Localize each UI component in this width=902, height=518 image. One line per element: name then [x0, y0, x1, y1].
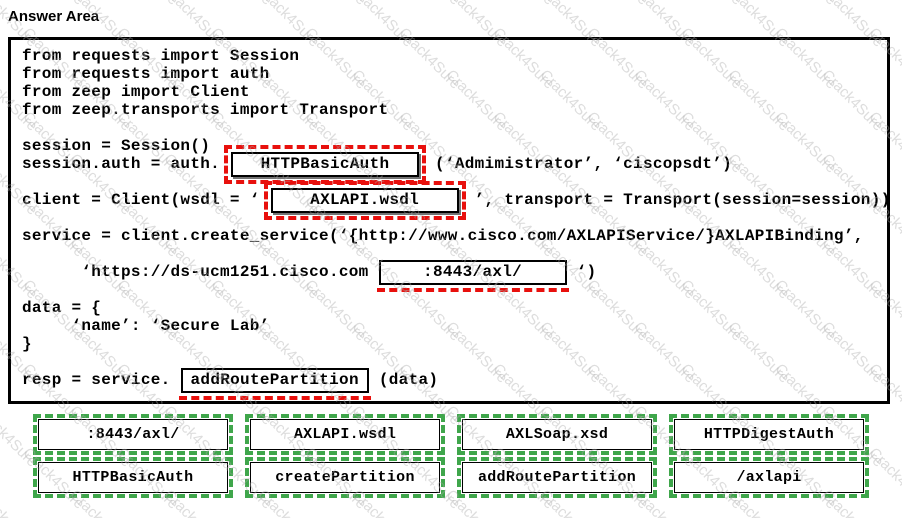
- code-line: }: [22, 335, 883, 353]
- answer-slot[interactable]: addRoutePartition: [178, 367, 372, 400]
- code-line: data = {: [22, 299, 883, 317]
- code-line: client = Client(wsdl = ‘AXLAPI.wsdl ’, tr…: [22, 180, 890, 220]
- watermark-text: Crack4Sure: [396, 0, 464, 9]
- code-line: session.auth = auth.HTTPBasicAuth (‘Admim…: [22, 144, 883, 184]
- code-text: from requests import auth: [22, 65, 270, 83]
- code-line: from zeep.transports import Transport: [22, 101, 883, 119]
- option-box[interactable]: HTTPBasicAuth: [33, 457, 233, 498]
- option-box[interactable]: AXLSoap.xsd: [457, 414, 657, 455]
- code-line: session = Session(): [22, 137, 883, 155]
- code-text: from zeep import Client: [22, 83, 250, 101]
- code-text: session = Session(): [22, 137, 211, 155]
- code-line: ‘name’: ‘Secure Lab’: [22, 317, 883, 335]
- watermark-text: Crack4Sure: [584, 0, 652, 9]
- watermark-text: Crack4Sure: [302, 0, 370, 9]
- code-text: from requests import Session: [22, 47, 300, 65]
- code-line: [22, 119, 883, 137]
- code-line: from zeep import Client: [22, 83, 883, 101]
- option-box[interactable]: AXLAPI.wsdl: [245, 414, 445, 455]
- watermark-text: Crack4Sure: [0, 402, 41, 471]
- code-text: from zeep.transports import Transport: [22, 101, 389, 119]
- answer-slot[interactable]: HTTPBasicAuth: [224, 144, 427, 184]
- code-line: ‘https://ds-ucm1251.cisco.com :8443/axl/ ‘…: [22, 259, 883, 292]
- watermark-text: Crack4Sure: [866, 0, 902, 9]
- watermark-text: Crack4Sure: [208, 0, 276, 9]
- option-box[interactable]: :8443/axl/: [33, 414, 233, 455]
- option-box[interactable]: addRoutePartition: [457, 457, 657, 498]
- code-text: (data): [378, 371, 439, 389]
- code-text: }: [22, 335, 32, 353]
- code-text: (‘Admimistrator’, ‘ciscopsdt’): [435, 155, 733, 173]
- watermark-text: Crack4Sure: [678, 0, 746, 9]
- code-line: [22, 353, 883, 371]
- watermark-text: Crack4Sure: [114, 0, 182, 9]
- code-text: ‘name’: ‘Secure Lab’: [22, 317, 270, 335]
- answer-slot[interactable]: AXLAPI.wsdl: [263, 180, 466, 220]
- code-text: session.auth = auth.: [22, 155, 221, 173]
- code-line: from requests import auth: [22, 65, 883, 83]
- watermark-text: Crack4Sure: [490, 0, 558, 9]
- option-token-list: :8443/axl/AXLAPI.wsdl AXLSoap.xsd HTTPDige…: [33, 414, 869, 498]
- answer-area-title: Answer Area: [8, 8, 100, 25]
- code-text: ‘): [576, 263, 597, 281]
- code-text: data = {: [22, 299, 102, 317]
- option-box[interactable]: /axlapi: [669, 457, 869, 498]
- code-text: resp = service.: [22, 371, 171, 389]
- code-text: service = client.create_service(‘{http:/…: [22, 227, 864, 245]
- code-text: client = Client(wsdl = ‘: [22, 191, 260, 209]
- code-line: from requests import Session: [22, 47, 883, 65]
- option-box[interactable]: createPartition: [245, 457, 445, 498]
- option-box[interactable]: HTTPDigestAuth: [669, 414, 869, 455]
- code-line: service = client.create_service(‘{http:/…: [22, 227, 883, 245]
- answer-slot[interactable]: :8443/axl/: [376, 259, 569, 292]
- watermark-text: Crack4Sure: [0, 486, 41, 518]
- watermark-text: Crack4Sure: [865, 444, 902, 513]
- watermark-text: Crack4Sure: [772, 0, 840, 9]
- code-line: resp = service. addRoutePartition (data): [22, 367, 883, 400]
- code-text: ’, transport = Transport(session=session…: [474, 191, 891, 209]
- code-text: ‘https://ds-ucm1251.cisco.com: [22, 263, 369, 281]
